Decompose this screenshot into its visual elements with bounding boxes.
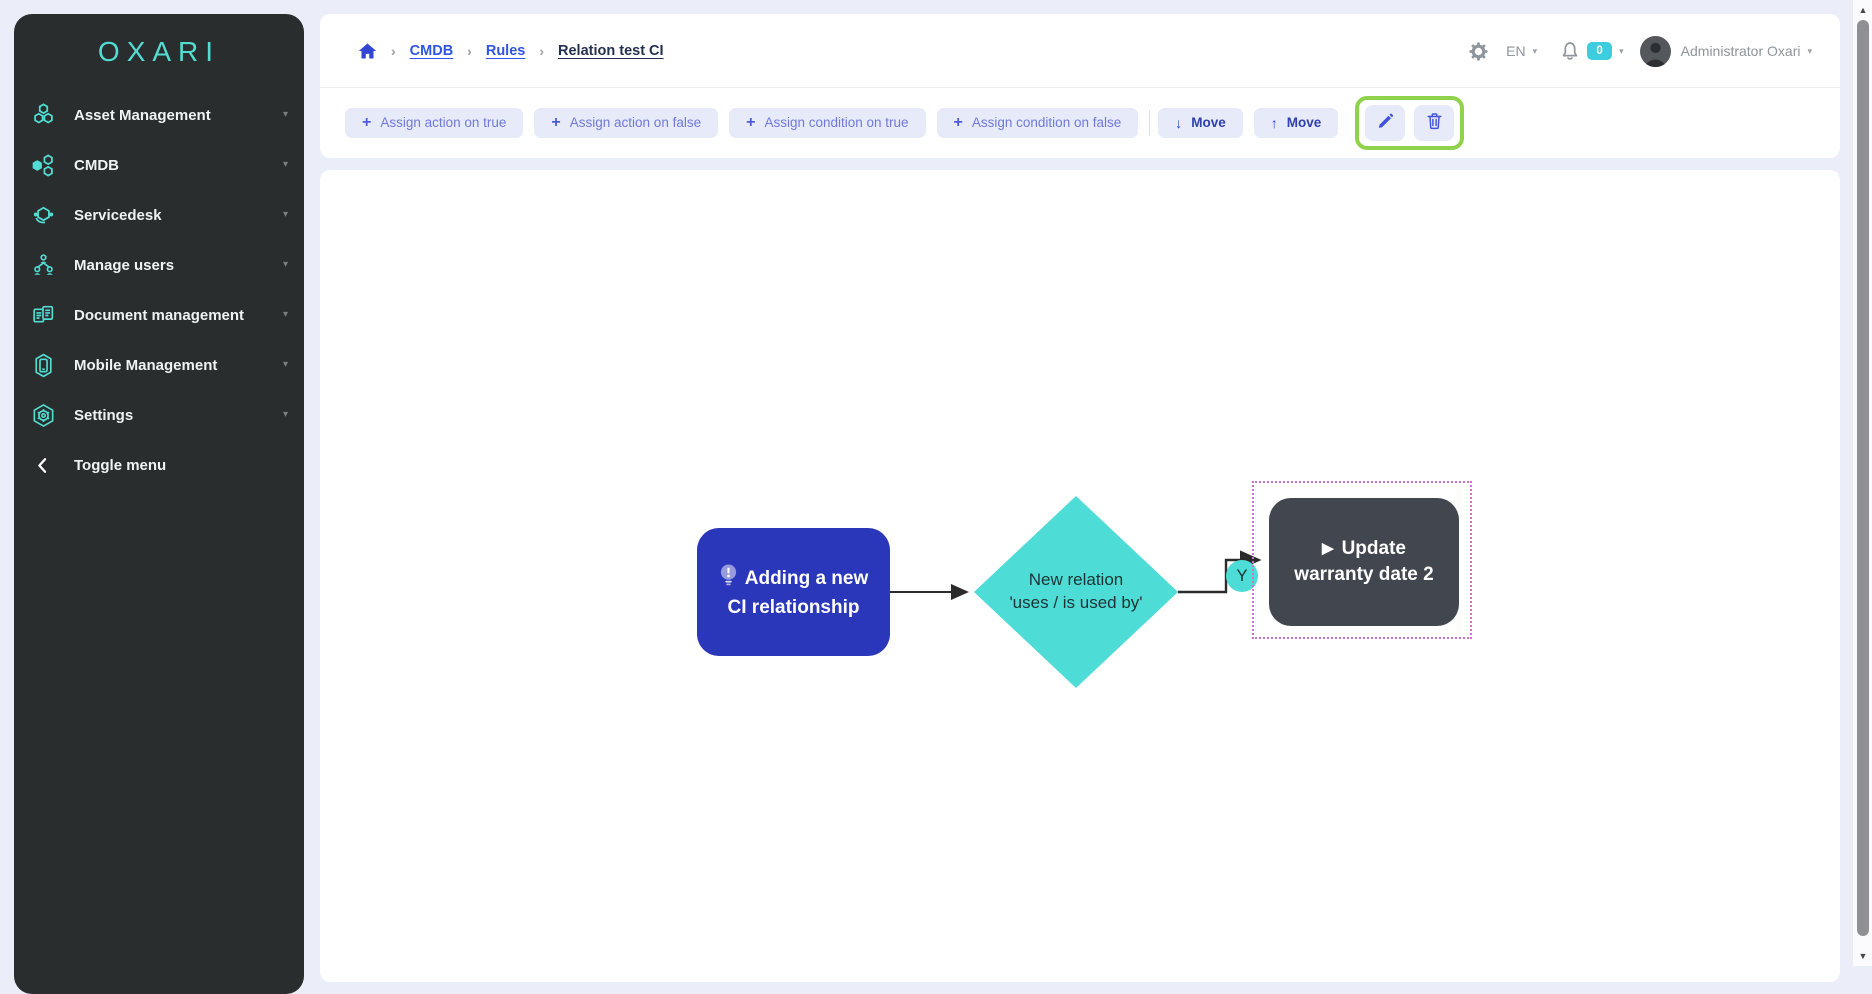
start-node-label-line1: Adding a new [744,567,869,589]
top-controls: EN ▾ 0 ▾ [1469,14,1812,88]
chevron-down-icon: ▾ [282,359,288,370]
chevron-down-icon: ▾ [282,109,288,120]
flow-node-condition[interactable]: New relation 'uses / is used by' [971,568,1181,614]
arrow-up-icon: ↑ [1270,114,1278,131]
arrow-down-icon: ↓ [1175,114,1183,131]
manage-users-icon [30,252,57,279]
toolbar-divider [1149,109,1151,136]
home-icon[interactable] [358,42,377,60]
servicedesk-icon [30,202,57,229]
flow-node-start[interactable]: Adding a new CI relationship [697,528,890,656]
language-selector[interactable]: EN ▾ [1506,43,1537,59]
sidebar-item-manage-users[interactable]: Manage users ▾ [14,240,304,290]
sidebar-item-label: Servicedesk [74,206,162,224]
play-icon: ▶ [1322,539,1334,557]
oxari-logo-text: OXARI [97,36,221,67]
chevron-left-icon [30,452,57,479]
start-node-label-line2: CI relationship [727,597,860,618]
flow-connectors [890,496,1262,688]
sidebar-item-servicedesk[interactable]: Servicedesk ▾ [14,190,304,240]
plus-icon: + [953,113,963,131]
caret-down-icon: ▾ [1532,45,1538,56]
action-node-label-line1: Update [1341,537,1406,559]
plus-icon: + [362,113,372,131]
condition-label-line2: 'uses / is used by' [1009,593,1143,612]
assign-action-on-true-button[interactable]: + Assign action on true [345,107,524,138]
sidebar-item-label: Mobile Management [74,356,218,374]
delete-button[interactable] [1414,104,1455,141]
chevron-down-icon: ▾ [282,259,288,270]
toggle-menu-label: Toggle menu [74,456,167,474]
breadcrumb-separator-icon: › [467,42,472,59]
sidebar-item-label: CMDB [74,156,119,174]
move-down-button[interactable]: ↓ Move [1158,107,1243,138]
caret-down-icon: ▾ [1807,45,1812,56]
chevron-down-icon: ▾ [282,159,288,170]
pencil-icon [1376,112,1394,133]
sidebar-item-label: Document management [74,306,245,324]
oxari-logo: OXARI [14,14,304,78]
breadcrumb-current-page[interactable]: Relation test CI [558,42,664,59]
document-management-icon [30,302,57,329]
chevron-down-icon: ▾ [282,309,288,320]
sidebar-item-cmdb[interactable]: CMDB ▾ [14,140,304,190]
sidebar-item-label: Settings [74,406,134,424]
caret-down-icon[interactable]: ▾ [1619,45,1624,56]
notification-bell-icon[interactable] [1561,41,1579,61]
breadcrumb: › CMDB › Rules › Relation test CI [320,14,1840,88]
flow-node-action[interactable]: ▶ Update warranty date 2 [1269,498,1459,626]
mobile-management-icon [30,352,57,379]
sidebar: OXARI Asset Management ▾ CMDB [14,14,304,994]
breadcrumb-link-rules[interactable]: Rules [485,42,526,59]
move-up-button[interactable]: ↑ Move [1253,107,1339,138]
notification-count-badge: 0 [1587,42,1613,60]
scroll-up-arrow[interactable]: ▲ [1858,5,1868,15]
gear-icon[interactable] [1469,41,1488,61]
highlighted-button-group [1355,95,1465,150]
condition-label-line1: New relation [1028,570,1124,589]
breadcrumb-separator-icon: › [391,42,396,59]
edit-button[interactable] [1365,104,1406,141]
condition-diamond-shape [974,496,1178,688]
breadcrumb-link-cmdb[interactable]: CMDB [409,42,454,59]
scrollbar-thumb[interactable] [1857,20,1869,936]
avatar[interactable] [1639,35,1671,67]
scroll-down-arrow[interactable]: ▼ [1858,951,1868,961]
sidebar-item-label: Asset Management [74,106,211,124]
sidebar-item-mobile-management[interactable]: Mobile Management ▾ [14,340,304,390]
settings-icon [30,402,57,429]
assign-condition-on-true-button[interactable]: + Assign condition on true [729,107,926,138]
plus-icon: + [746,113,756,131]
plus-icon: + [551,113,561,131]
trash-icon [1426,112,1443,133]
sidebar-item-document-management[interactable]: Document management ▾ [14,290,304,340]
user-menu[interactable]: Administrator Oxari ▾ [1681,43,1812,59]
breadcrumb-separator-icon: › [539,42,545,59]
chevron-down-icon: ▾ [282,209,288,220]
vertical-scrollbar: ▲ ▼ [1852,0,1872,966]
toolbar: + Assign action on true + Assign action … [320,88,1840,157]
sidebar-item-label: Manage users [74,256,175,274]
toggle-menu-button[interactable]: Toggle menu [14,440,304,490]
sidebar-menu: Asset Management ▾ CMDB ▾ [14,90,304,490]
user-name: Administrator Oxari [1680,43,1801,59]
sidebar-item-settings[interactable]: Settings ▾ [14,390,304,440]
assign-condition-on-false-button[interactable]: + Assign condition on false [936,107,1139,138]
selection-outline: ▶ Update warranty date 2 [1252,481,1472,639]
assign-action-on-false-button[interactable]: + Assign action on false [534,107,719,138]
asset-management-icon [30,102,57,129]
language-label: EN [1506,43,1526,59]
header-card: › CMDB › Rules › Relation test CI [320,14,1840,158]
chevron-down-icon: ▾ [282,409,288,420]
cmdb-icon [30,152,57,179]
action-node-label-line2: warranty date 2 [1294,564,1434,585]
rule-canvas: Adding a new CI relationship New relatio… [320,170,1840,982]
lightbulb-icon [719,563,738,596]
sidebar-item-asset-management[interactable]: Asset Management ▾ [14,90,304,140]
